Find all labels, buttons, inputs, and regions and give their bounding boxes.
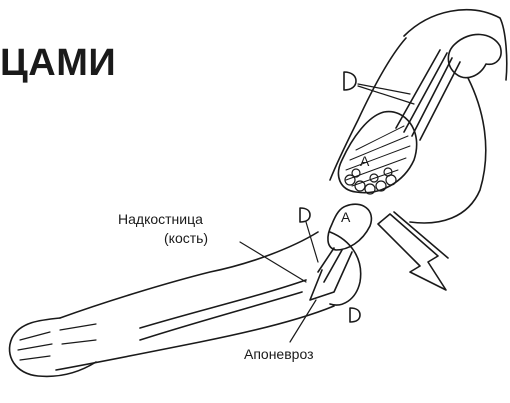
muscle-cut-fibers xyxy=(345,168,396,194)
label-periosteum: Надкостница xyxy=(118,211,203,227)
leader-elbow-d xyxy=(306,222,318,262)
label-aponeurosis: Апоневроз xyxy=(244,346,314,362)
tendon-lines xyxy=(396,50,460,140)
marker-d-elbow xyxy=(300,208,310,222)
hand-bones xyxy=(18,324,96,360)
muscle-letter-upper: A xyxy=(360,153,370,169)
muscle-letter-lower: A xyxy=(341,209,351,225)
label-periosteum-bone: (кость) xyxy=(164,230,208,246)
forearm-bone xyxy=(140,280,306,340)
shoulder-bone xyxy=(448,34,501,77)
page-heading: ЦАМИ xyxy=(0,44,116,82)
motion-arrow xyxy=(378,214,446,290)
motion-arrow-right-outline xyxy=(394,212,448,258)
marker-d-upper xyxy=(344,72,356,90)
marker-d-lower xyxy=(350,308,360,322)
leader-aponeurosis xyxy=(290,300,316,342)
